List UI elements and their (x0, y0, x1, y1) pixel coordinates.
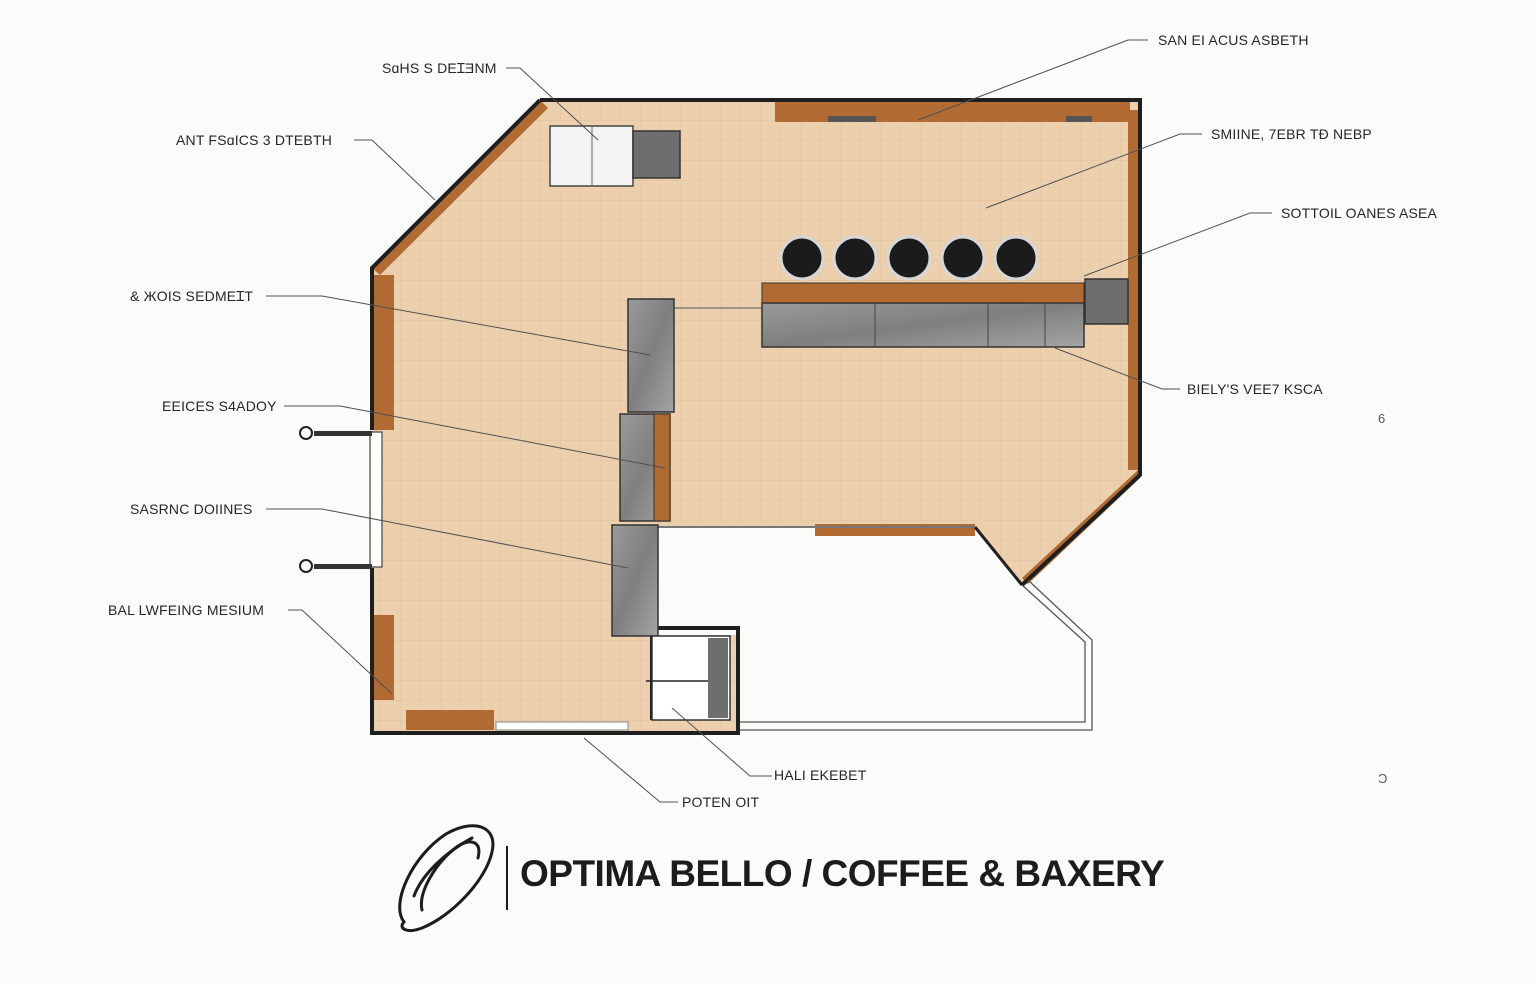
bar-stool (779, 235, 825, 281)
service-counter-upper (627, 298, 675, 413)
coffee-bean-swirl-icon (398, 824, 495, 932)
bar-stool (832, 235, 878, 281)
label-patio-exit: POTEN OIT (682, 794, 760, 810)
leader-line (1083, 212, 1272, 277)
leader-line (354, 139, 436, 201)
leader-line (1054, 347, 1180, 390)
label-bar-counter: BIELY'S VEE7 KSCA (1187, 381, 1323, 397)
wood-panel-west (374, 275, 394, 430)
bar-counter-wood-top (761, 282, 1085, 304)
margin-mark: Ͻ (1378, 771, 1388, 786)
label-display-area: SɑHS S DEꞮƎNM (382, 60, 497, 76)
north-shelf-2 (1066, 116, 1092, 122)
label-stool-area: SOTTOIL OANES ASEA (1281, 205, 1438, 221)
bar-counter-stone (761, 302, 1085, 348)
wood-panel-south (406, 710, 494, 730)
leader-line (284, 405, 666, 469)
label-bakery-medium: BAL LWFEING MESIUM (108, 602, 265, 618)
brand-divider (506, 846, 508, 910)
label-service-segment: & ЖOIS SEDMEꞮT (130, 288, 254, 304)
cafe-floor (372, 100, 1140, 733)
leader-line (266, 508, 629, 569)
bar-stools (779, 235, 1039, 281)
leader-line (288, 609, 393, 695)
leader-line (917, 39, 1148, 121)
label-espresso-station: EEICES S4ADOY (162, 398, 277, 414)
margin-mark: 6 (1378, 411, 1386, 426)
service-counter-lower (611, 524, 659, 637)
leader-line (506, 67, 599, 141)
oven-unit (632, 130, 681, 179)
patio-outline (740, 579, 1093, 731)
label-seating-wall: SMIINE, 7EBR TƉ NEBP (1211, 126, 1372, 142)
wood-panel-west-lower (374, 615, 394, 700)
label-pastries-depth: ANT FSɑICS 3 DTEBTH (176, 132, 333, 148)
wood-panel-diagonal (372, 100, 548, 275)
label-serving-counter: SASRNC DOIINES (130, 501, 253, 517)
leader-line (266, 295, 651, 356)
leader-line (985, 133, 1202, 209)
north-shelf (828, 116, 876, 122)
brand-title: OPTIMA BELLO / COFFEE & BAXERY (520, 853, 1165, 894)
label-seating-area-north: SAN EI ACUS ASBETH (1158, 32, 1309, 48)
bar-end-cabinet (1084, 278, 1129, 325)
wood-panel-east (1128, 110, 1138, 470)
wood-trim-south-counter (815, 524, 975, 536)
leader-line (671, 707, 772, 777)
leader-line (583, 737, 678, 803)
storage-shelf (708, 638, 728, 718)
entrance-door[interactable] (299, 426, 383, 573)
bar-stool (886, 235, 932, 281)
bar-stool (993, 235, 1039, 281)
leader-lines (266, 39, 1272, 803)
label-back-room: HALI EKEBET (774, 767, 867, 783)
bar-stool (940, 235, 986, 281)
interior-wall-east-return (973, 526, 1024, 586)
bar-counter-joints (874, 303, 1046, 347)
south-threshold (495, 721, 629, 731)
